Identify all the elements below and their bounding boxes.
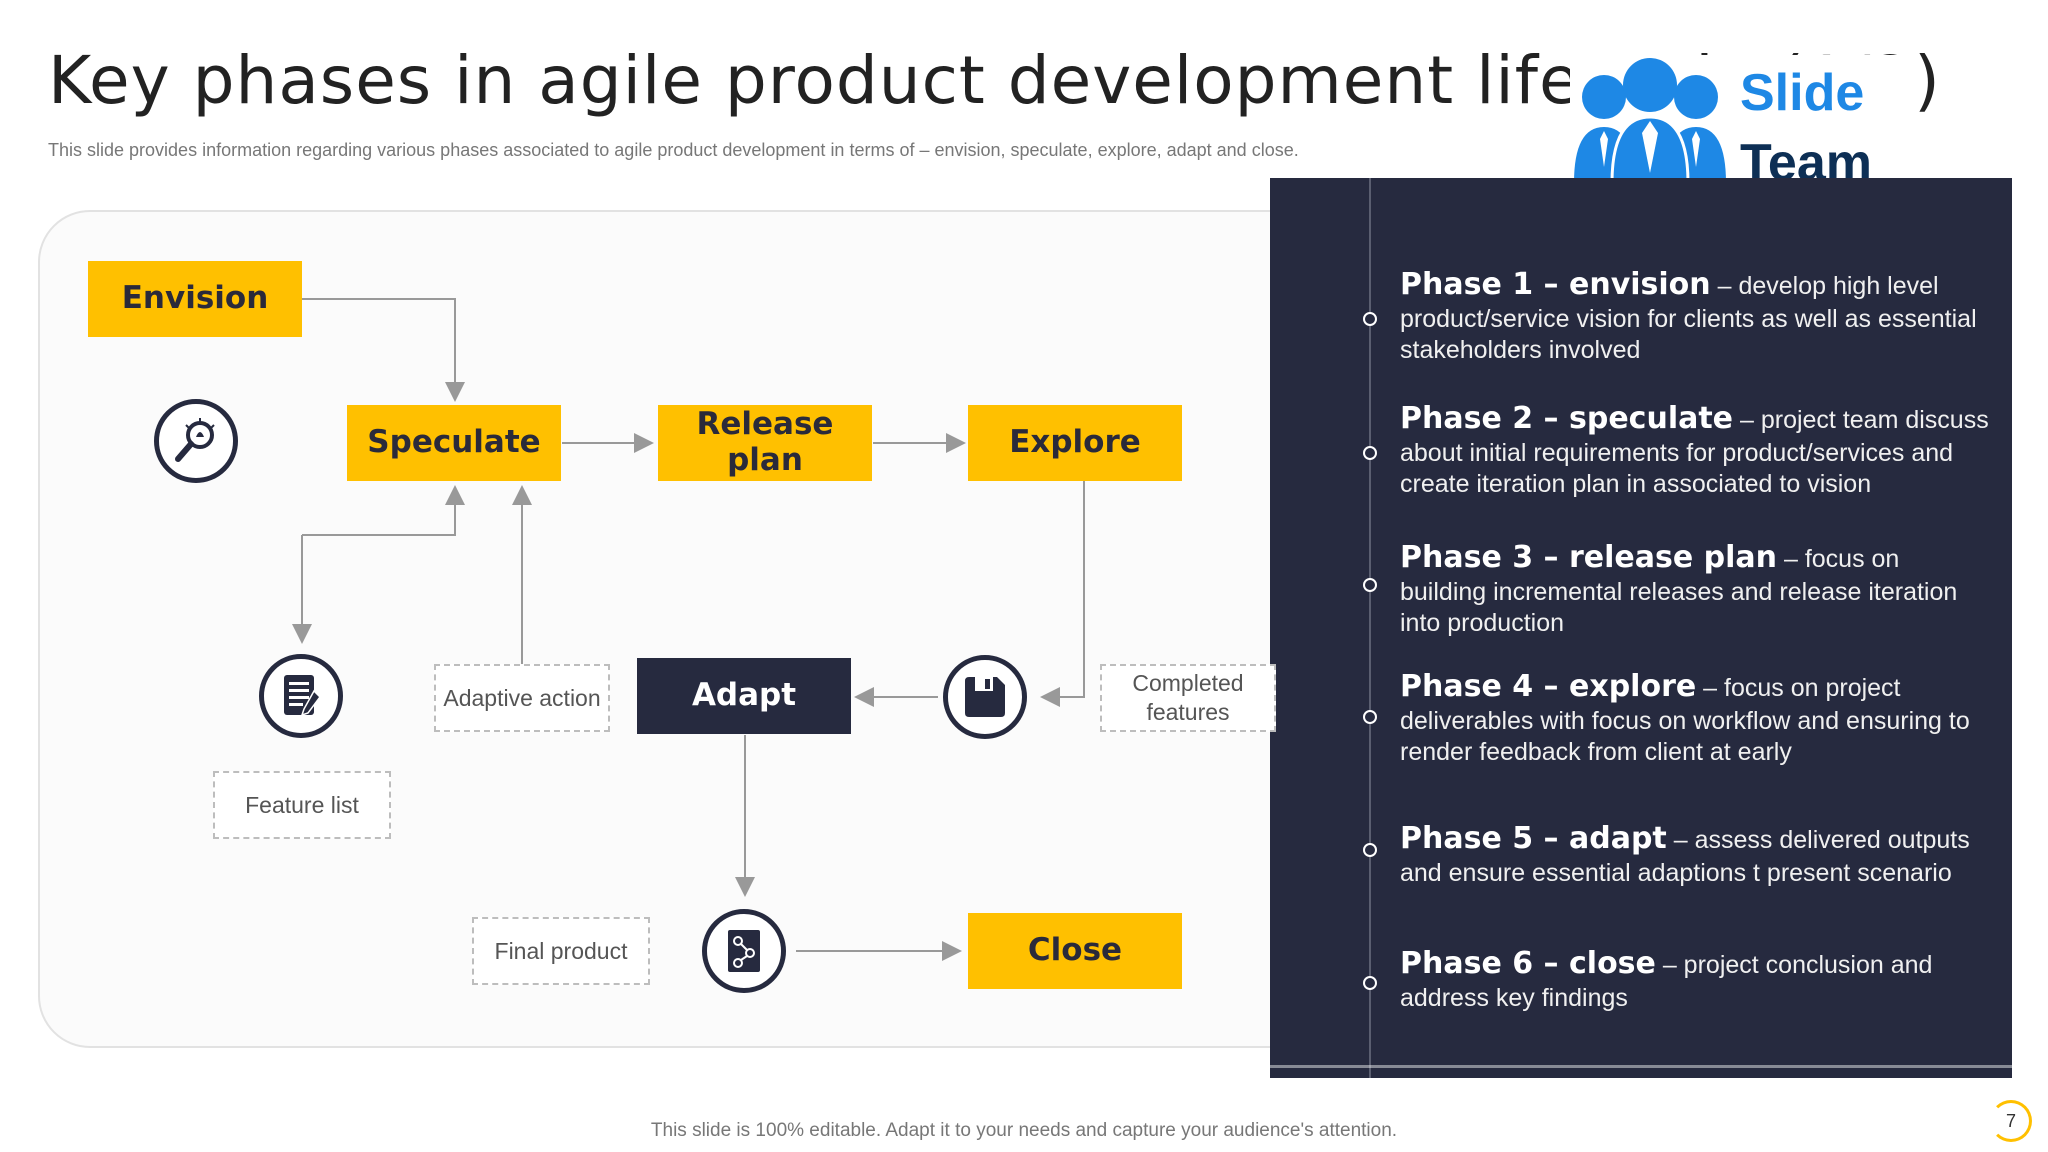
phase-1: Phase 1 – envision – develop high level … — [1400, 266, 1990, 366]
phase-1-head: Phase 1 – envision — [1400, 267, 1711, 302]
phase-5: Phase 5 – adapt – assess delivered outpu… — [1400, 820, 1990, 889]
feature-list-note: Feature list — [213, 771, 391, 839]
explore-box: Explore — [968, 405, 1182, 481]
timeline-dot-2 — [1363, 446, 1377, 460]
timeline-dot-1 — [1363, 312, 1377, 326]
phase-3: Phase 3 – release plan – focus on buildi… — [1400, 539, 1990, 639]
phase-3-head: Phase 3 – release plan — [1400, 540, 1778, 575]
slide-subtitle: This slide provides information regardin… — [48, 140, 1299, 160]
release-plan-box: Release plan — [658, 405, 872, 481]
phase-1-text: – develop high level product/service vis… — [1400, 272, 1977, 364]
product-blueprint-icon — [702, 909, 786, 993]
phase-4: Phase 4 – explore – focus on project del… — [1400, 668, 1990, 768]
phase-2: Phase 2 – speculate – project team discu… — [1400, 400, 1990, 500]
phase-3-text: – focus on building incremental releases… — [1400, 545, 1958, 637]
page-number: 7 — [1990, 1100, 2032, 1142]
document-list-icon — [259, 654, 343, 738]
adapt-box: Adapt — [637, 658, 851, 734]
people-icon — [1574, 58, 1726, 185]
adaptive-action-note: Adaptive action — [434, 664, 610, 732]
phases-panel — [1270, 178, 2012, 1078]
lightbulb-magnifier-icon — [154, 399, 238, 483]
logo-word-slide: Slide — [1740, 64, 1865, 122]
envision-box: Envision — [88, 261, 302, 337]
close-box: Close — [968, 913, 1182, 989]
floppy-disk-icon — [943, 655, 1027, 739]
diagram-panel — [38, 210, 1328, 1048]
panel-divider — [1270, 1065, 2012, 1068]
phase-4-head: Phase 4 – explore — [1400, 669, 1697, 704]
speculate-box: Speculate — [347, 405, 561, 481]
timeline-dot-4 — [1363, 710, 1377, 724]
phase-6-head: Phase 6 – close — [1400, 946, 1656, 981]
timeline-dot-6 — [1363, 976, 1377, 990]
phase-4-text: – focus on project deliverables with foc… — [1400, 674, 1970, 766]
timeline-dot-3 — [1363, 578, 1377, 592]
timeline-line — [1369, 178, 1371, 1078]
slideteam-logo: Slide Team — [1570, 55, 1910, 189]
completed-features-note: Completed features — [1100, 664, 1276, 732]
timeline-dot-5 — [1363, 843, 1377, 857]
phase-5-head: Phase 5 – adapt — [1400, 821, 1667, 856]
final-product-note: Final product — [472, 917, 650, 985]
phase-2-text: – project team discuss about initial req… — [1400, 406, 1989, 498]
phase-5-text: – assess delivered outputs and ensure es… — [1400, 826, 1970, 887]
footer-note: This slide is 100% editable. Adapt it to… — [650, 1120, 1398, 1141]
phase-2-head: Phase 2 – speculate — [1400, 401, 1734, 436]
phase-6-text: – project conclusion and address key fin… — [1400, 951, 1933, 1012]
phase-6: Phase 6 – close – project conclusion and… — [1400, 945, 1990, 1014]
